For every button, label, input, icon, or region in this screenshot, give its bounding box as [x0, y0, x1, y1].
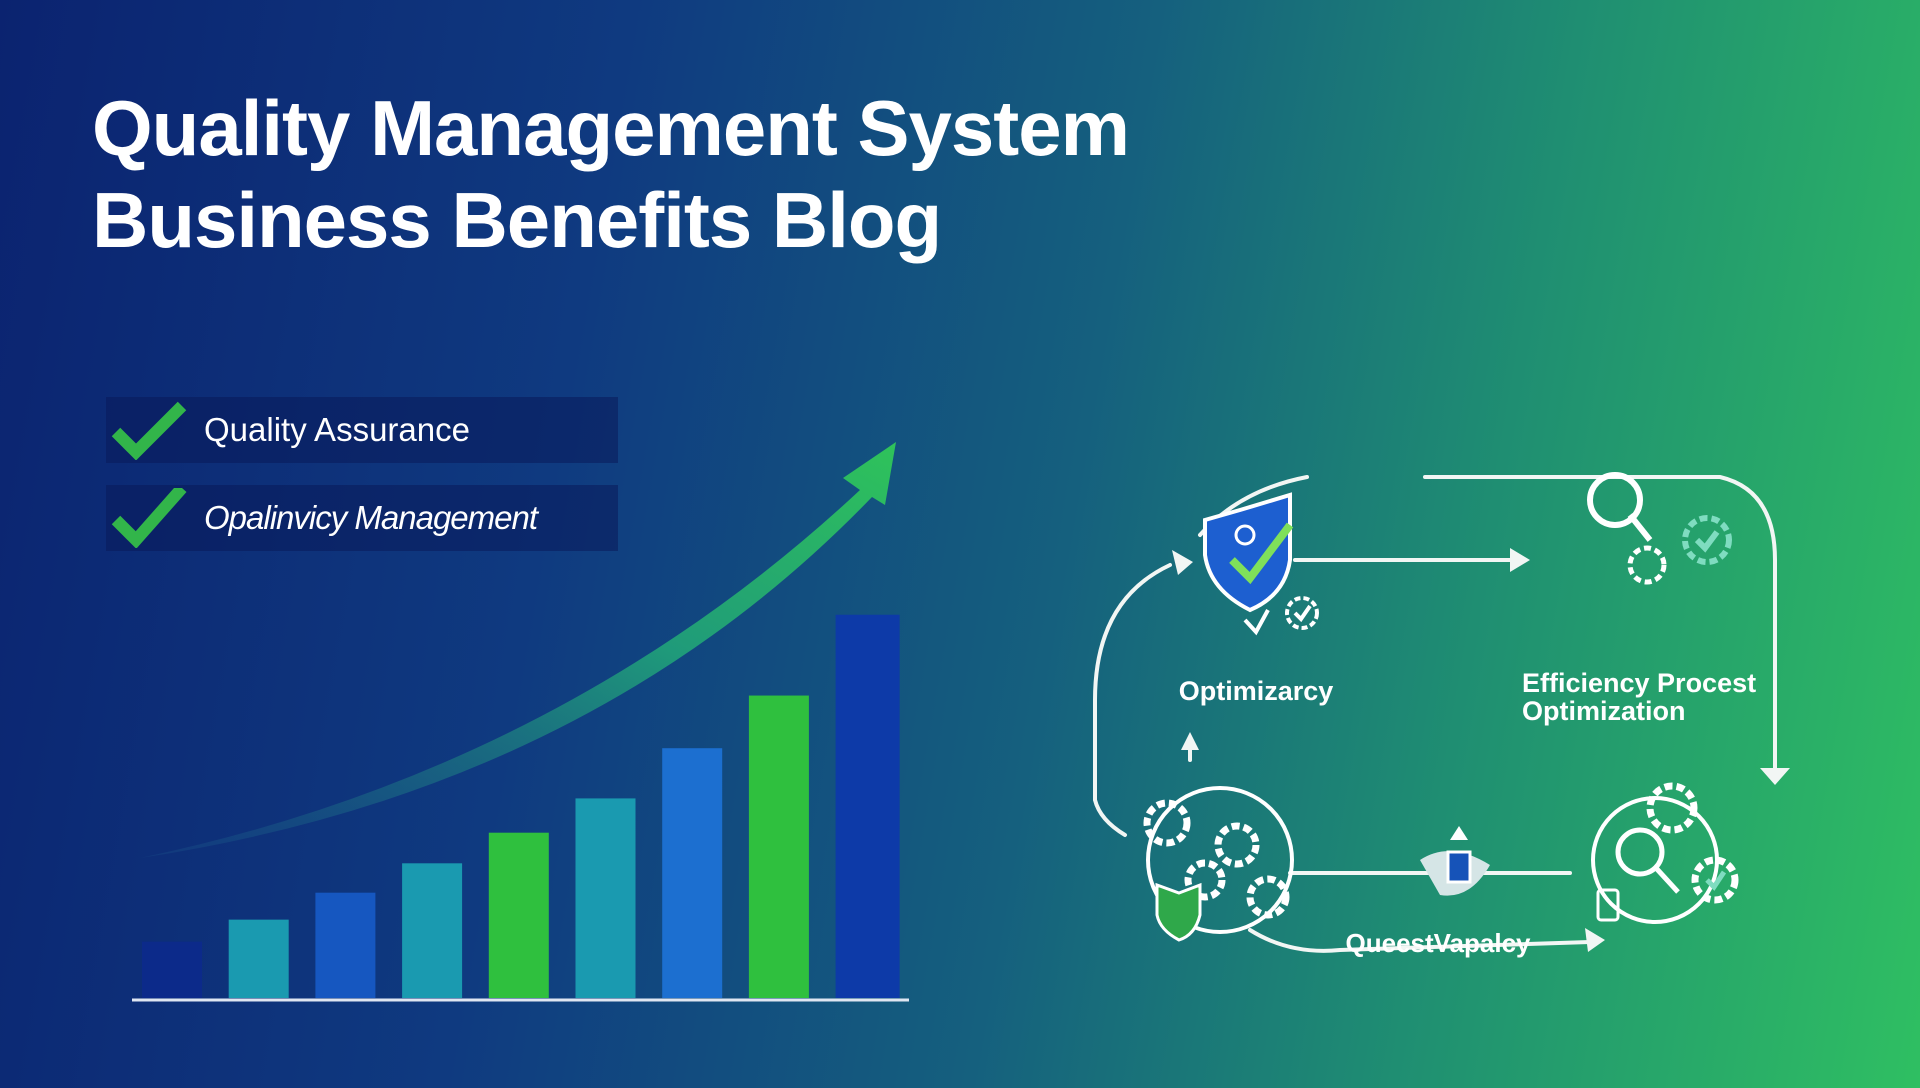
- node-label-efficiency-line2: Optimization: [1522, 696, 1686, 726]
- shield-check-small-icon: [1155, 882, 1202, 942]
- chart-bar: [142, 941, 202, 998]
- chart-bar: [228, 919, 289, 998]
- document-upload-icon: [1420, 826, 1490, 896]
- node-label-efficiency-line1: Efficiency Procest: [1522, 668, 1756, 698]
- chart-bar: [835, 614, 900, 998]
- check-icon: [111, 488, 187, 548]
- checklist-label: Opalinvicy Management: [204, 499, 538, 536]
- node-label-queestvapalcy: QueestVapalcy: [1346, 928, 1532, 958]
- arrowheads: [1172, 548, 1790, 952]
- chart-bar: [488, 832, 549, 998]
- magnifier-gear-icon: [1587, 472, 1732, 585]
- check-icon: [111, 401, 187, 460]
- chart-bar: [315, 892, 376, 998]
- title-line-1: Quality Management System: [92, 84, 1130, 172]
- checklist-item-quality-assurance: Quality Assurance: [106, 397, 618, 463]
- checklist-item-management: Opalinvicy Management: [106, 485, 618, 551]
- gears-cluster-icon: [1143, 786, 1294, 934]
- chart-bar: [402, 863, 463, 998]
- search-gear-icon: [1591, 782, 1739, 924]
- title-line-2: Business Benefits Blog: [92, 176, 942, 264]
- checklist-label: Quality Assurance: [204, 411, 470, 448]
- page-title: Quality Management System Business Benef…: [92, 82, 1130, 266]
- chart-bar: [748, 695, 809, 998]
- gear-check-icon: [1243, 596, 1319, 636]
- shield-check-icon: [1203, 492, 1294, 613]
- chart-bar: [575, 798, 636, 998]
- chart-bar: [662, 748, 723, 998]
- node-label-optimizarcy: Optimizarcy: [1179, 676, 1334, 706]
